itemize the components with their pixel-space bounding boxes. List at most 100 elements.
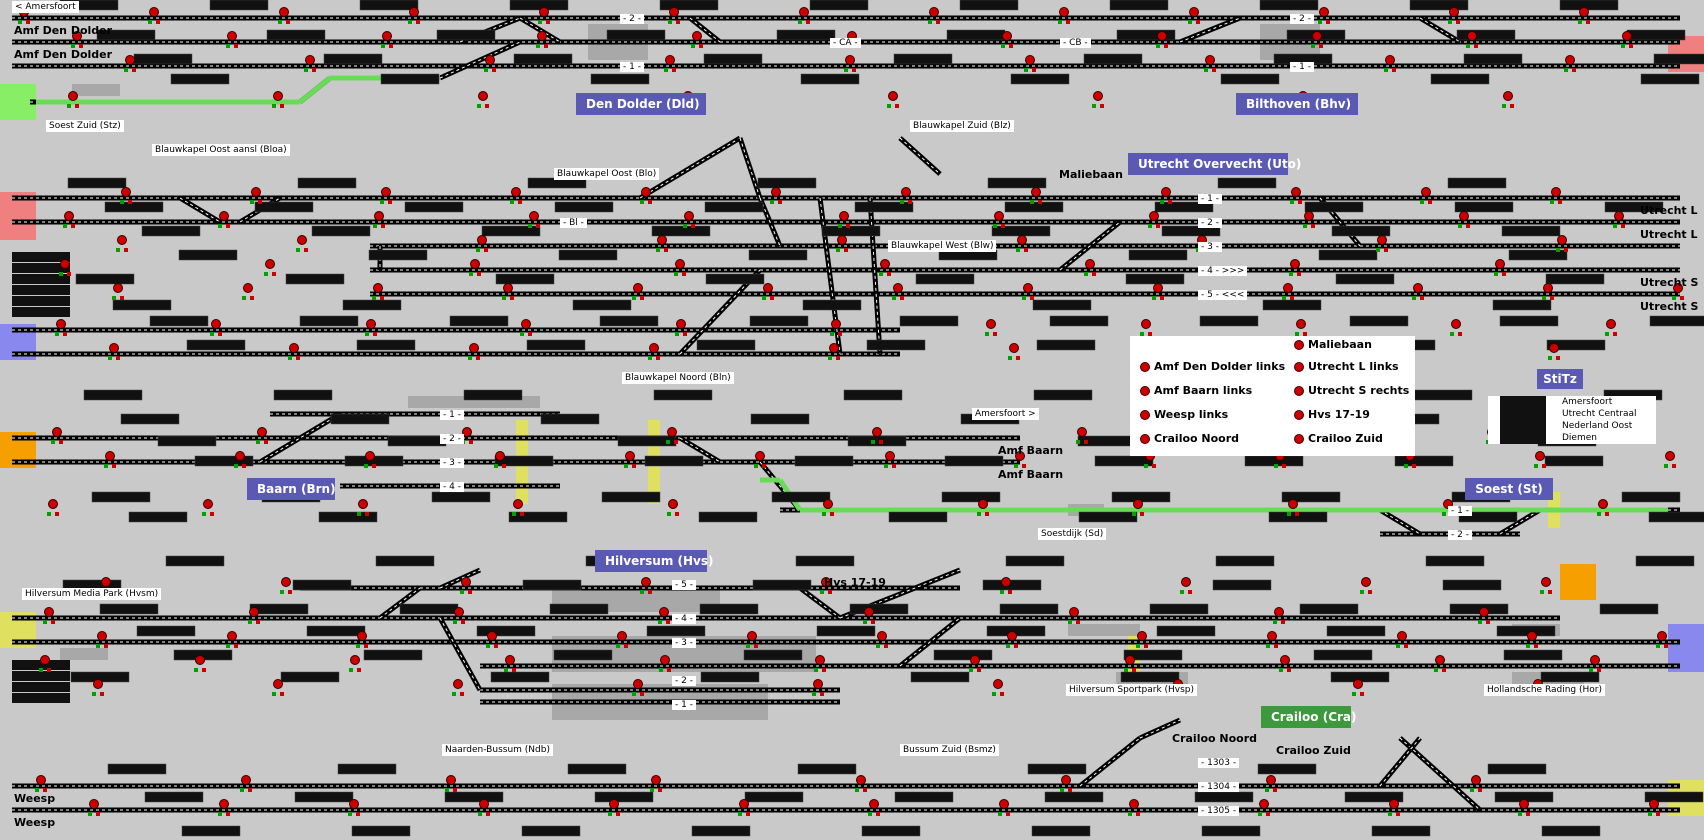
signal-icon[interactable] bbox=[470, 259, 480, 269]
train-number-field[interactable] bbox=[893, 53, 953, 65]
train-number-field[interactable] bbox=[1257, 763, 1317, 775]
train-number-field[interactable] bbox=[1425, 555, 1485, 567]
train-number-field[interactable] bbox=[861, 825, 921, 837]
train-number-field[interactable] bbox=[342, 299, 402, 311]
station-hilversum[interactable]: Hilversum (Hvs) bbox=[595, 550, 714, 572]
signal-icon[interactable] bbox=[60, 259, 70, 269]
signal-icon[interactable] bbox=[203, 499, 213, 509]
train-number-field[interactable] bbox=[337, 763, 397, 775]
train-number-field[interactable] bbox=[1503, 649, 1563, 661]
signal-icon[interactable] bbox=[1665, 451, 1675, 461]
signal-icon[interactable] bbox=[845, 55, 855, 65]
train-number-field[interactable] bbox=[572, 299, 632, 311]
train-number-field[interactable] bbox=[12, 252, 70, 262]
train-number-field[interactable] bbox=[178, 249, 238, 261]
train-number-field[interactable] bbox=[141, 225, 201, 237]
signal-icon[interactable] bbox=[1519, 799, 1529, 809]
signal-icon[interactable] bbox=[747, 631, 757, 641]
signal-icon[interactable] bbox=[265, 259, 275, 269]
signal-icon[interactable] bbox=[829, 343, 839, 353]
signal-icon[interactable] bbox=[1007, 631, 1017, 641]
train-number-field[interactable] bbox=[1299, 603, 1359, 615]
train-number-field[interactable] bbox=[1120, 671, 1180, 683]
signal-icon[interactable] bbox=[1606, 319, 1616, 329]
signal-icon[interactable] bbox=[1291, 187, 1301, 197]
train-number-field[interactable] bbox=[285, 273, 345, 285]
signal-icon[interactable] bbox=[56, 319, 66, 329]
signal-icon[interactable] bbox=[1319, 7, 1329, 17]
signal-icon[interactable] bbox=[537, 31, 547, 41]
signal-icon[interactable] bbox=[249, 607, 259, 617]
train-number-field[interactable] bbox=[1430, 73, 1490, 85]
train-number-field[interactable] bbox=[311, 225, 371, 237]
train-number-field[interactable] bbox=[526, 339, 586, 351]
train-number-field[interactable] bbox=[186, 339, 246, 351]
train-number-field[interactable] bbox=[749, 315, 809, 327]
direction-amf-den-dolder-1[interactable]: Amf Den Dolder bbox=[14, 24, 113, 37]
signal-icon[interactable] bbox=[1267, 631, 1277, 641]
train-number-field[interactable] bbox=[1499, 315, 1559, 327]
signal-icon[interactable] bbox=[1153, 283, 1163, 293]
signal-icon[interactable] bbox=[409, 7, 419, 17]
signal-icon[interactable] bbox=[1059, 7, 1069, 17]
train-number-field[interactable] bbox=[1487, 763, 1547, 775]
train-number-field[interactable] bbox=[12, 263, 70, 273]
train-number-field[interactable] bbox=[83, 389, 143, 401]
signal-icon[interactable] bbox=[273, 91, 283, 101]
signal-icon[interactable] bbox=[763, 283, 773, 293]
train-number-field[interactable] bbox=[444, 791, 504, 803]
signal-icon[interactable] bbox=[1503, 91, 1513, 101]
signal-icon[interactable] bbox=[864, 607, 874, 617]
train-number-field[interactable] bbox=[1545, 273, 1605, 285]
signal-icon[interactable] bbox=[986, 319, 996, 329]
train-number-field[interactable] bbox=[1078, 511, 1138, 523]
train-number-field[interactable] bbox=[888, 511, 948, 523]
train-number-field[interactable] bbox=[1044, 791, 1104, 803]
train-number-field[interactable] bbox=[854, 201, 914, 213]
train-number-field[interactable] bbox=[776, 29, 836, 41]
signal-icon[interactable] bbox=[1141, 319, 1151, 329]
train-number-field[interactable] bbox=[599, 315, 659, 327]
signal-icon[interactable] bbox=[1614, 211, 1624, 221]
signal-icon[interactable] bbox=[121, 187, 131, 197]
train-number-field[interactable] bbox=[1304, 201, 1364, 213]
train-number-field[interactable] bbox=[849, 603, 909, 615]
train-number-field[interactable] bbox=[104, 201, 164, 213]
signal-icon[interactable] bbox=[219, 211, 229, 221]
signal-icon[interactable] bbox=[105, 451, 115, 461]
train-number-field[interactable] bbox=[1349, 315, 1409, 327]
signal-icon[interactable] bbox=[813, 679, 823, 689]
train-number-field[interactable] bbox=[704, 201, 764, 213]
train-number-field[interactable] bbox=[1161, 225, 1221, 237]
signal-icon[interactable] bbox=[1565, 55, 1575, 65]
signal-icon[interactable] bbox=[149, 7, 159, 17]
train-number-field[interactable] bbox=[363, 649, 423, 661]
signal-icon[interactable] bbox=[1001, 577, 1011, 587]
signal-icon[interactable] bbox=[305, 55, 315, 65]
signal-icon[interactable] bbox=[358, 499, 368, 509]
train-number-field[interactable] bbox=[463, 389, 523, 401]
signal-icon[interactable] bbox=[1467, 31, 1477, 41]
train-number-field[interactable] bbox=[1413, 389, 1473, 401]
signal-icon[interactable] bbox=[257, 427, 267, 437]
signal-icon[interactable] bbox=[1009, 343, 1019, 353]
train-number-field[interactable] bbox=[1149, 603, 1209, 615]
signal-icon[interactable] bbox=[1161, 187, 1171, 197]
train-number-field[interactable] bbox=[299, 315, 359, 327]
signal-icon[interactable] bbox=[1129, 799, 1139, 809]
signal-icon[interactable] bbox=[651, 775, 661, 785]
signal-icon[interactable] bbox=[366, 319, 376, 329]
signal-icon[interactable] bbox=[839, 211, 849, 221]
signal-icon[interactable] bbox=[1085, 259, 1095, 269]
signal-icon[interactable] bbox=[676, 319, 686, 329]
signal-icon[interactable] bbox=[771, 187, 781, 197]
signal-icon[interactable] bbox=[251, 187, 261, 197]
train-number-field[interactable] bbox=[521, 825, 581, 837]
signal-icon[interactable] bbox=[821, 577, 831, 587]
signal-icon[interactable] bbox=[993, 679, 1003, 689]
train-number-field[interactable] bbox=[513, 53, 573, 65]
signal-icon[interactable] bbox=[1189, 7, 1199, 17]
train-number-field[interactable] bbox=[1154, 201, 1214, 213]
direction-weesp-1[interactable]: Weesp bbox=[14, 792, 56, 805]
signal-icon[interactable] bbox=[1361, 577, 1371, 587]
